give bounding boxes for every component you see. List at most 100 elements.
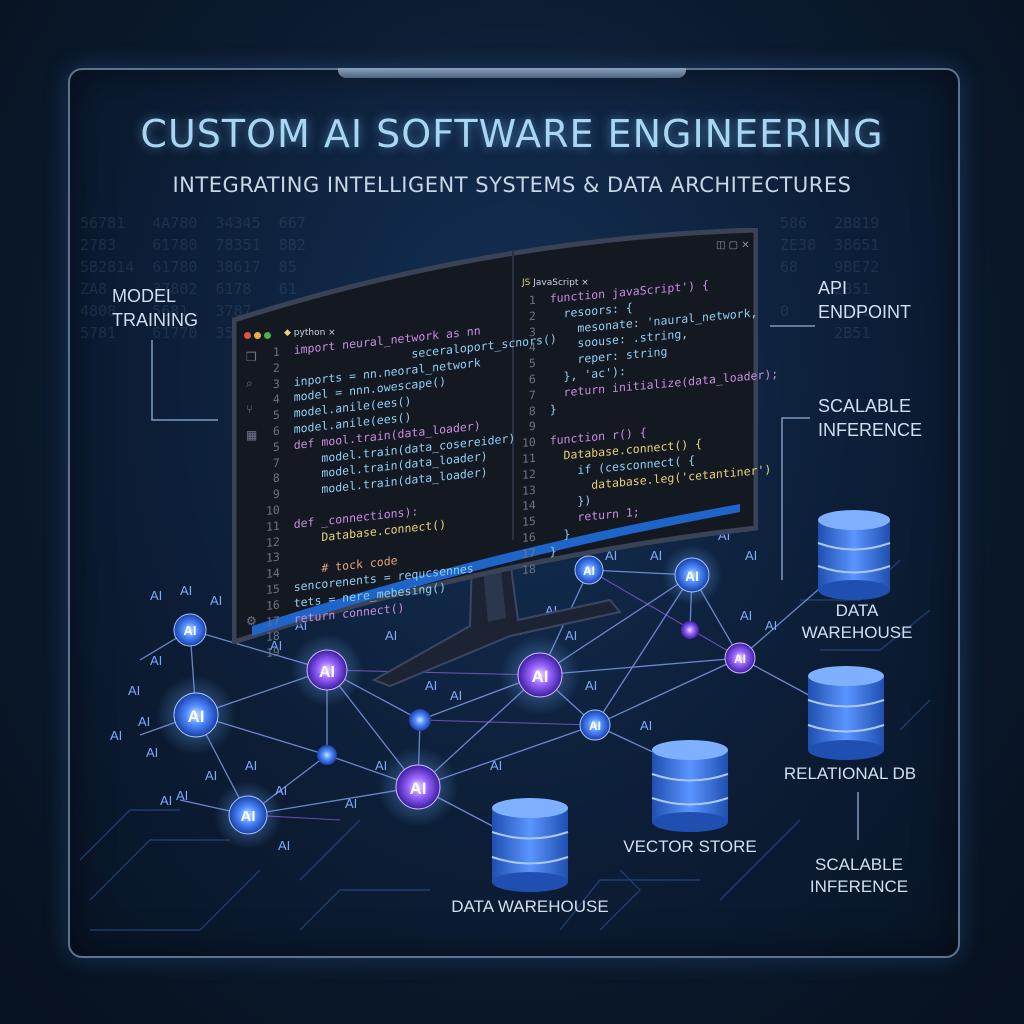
svg-text:AI: AI [532,667,549,686]
svg-text:AI: AI [138,714,150,729]
source-control-icon[interactable]: ⑂ [246,402,254,416]
line-number: 2 [266,358,294,376]
ai-node: AI [228,795,268,835]
minimize-dot-icon[interactable] [254,332,261,339]
svg-text:AI: AI [585,678,597,693]
label-data-warehouse-right: DATA WAREHOUSE [801,601,913,642]
svg-text:AI: AI [345,796,357,811]
line-number: 14 [266,564,294,582]
extensions-icon[interactable]: ▦ [246,428,258,442]
svg-text:AI: AI [176,788,188,803]
code-text: } [549,543,557,559]
code-text: } [549,526,571,543]
line-number: 11 [266,516,294,534]
code-text: }) [549,493,592,511]
line-number: 17 [522,544,550,561]
ai-node: AI [579,709,611,741]
database-icon-bottom [491,798,569,892]
line-number: 4 [266,390,294,408]
svg-text:AI: AI [150,653,162,668]
svg-text:AI: AI [210,593,222,608]
line-number: 6 [266,422,294,439]
ai-node: AI [724,642,756,674]
javascript-code-pane[interactable]: 1 function javaScript') { 2 resoors: { 3… [522,272,778,579]
python-code-pane[interactable]: 1 import neural_network as nn 2 seceralo… [266,315,557,662]
line-number: 13 [266,548,294,566]
line-number: 11 [522,449,550,466]
line-number: 3 [266,374,294,392]
tab-javascript-label: JavaScript [533,278,579,288]
svg-text:AI: AI [146,745,158,760]
line-number: 10 [522,433,550,451]
line-number: 6 [522,370,550,387]
label-vector-store: VECTOR STORE [623,837,757,856]
line-number: 1 [266,343,294,360]
svg-text:AI: AI [565,628,577,643]
frame-top-tab [338,68,686,78]
svg-text:AI: AI [188,707,205,726]
svg-text:AI: AI [180,583,192,598]
ai-node: AI [306,649,348,691]
line-number: 19 [266,643,294,661]
js-file-icon: JS [522,278,531,288]
ai-node: AI [173,692,219,738]
database-icon-vector-store [651,740,729,832]
circuit-traces [79,559,931,931]
svg-text:AI: AI [490,758,502,773]
svg-text:AI: AI [765,618,777,633]
line-number: 8 [522,402,550,419]
line-number: 2 [522,307,550,324]
search-icon[interactable]: ⌕ [246,376,253,390]
small-node [409,709,431,731]
svg-text:AI: AI [450,688,462,703]
page-title: CUSTOM AI SOFTWARE ENGINEERING [140,112,884,156]
line-number: 10 [266,501,294,518]
line-number: 17 [266,611,294,629]
label-scalable-inference-top: SCALABLE INFERENCE [818,396,923,440]
line-number: 5 [266,437,294,455]
svg-text:AI: AI [583,564,595,578]
line-number: 3 [522,323,550,340]
ai-node: AI [674,557,710,593]
svg-text:AI: AI [245,758,257,773]
line-number: 15 [266,580,294,597]
maximize-dot-icon[interactable] [264,332,271,339]
monitor-stand [371,559,622,688]
svg-text:AI: AI [740,608,752,623]
svg-text:AI: AI [150,588,162,603]
small-node [317,745,337,765]
python-file-icon: ◆ [284,328,291,338]
window-dots [244,324,271,343]
close-dot-icon[interactable] [244,332,251,339]
callout-lines [151,325,859,840]
svg-text:AI: AI [110,728,122,743]
tab-python-label: python [293,328,326,338]
line-number: 18 [266,627,294,645]
monitor-bezel [232,228,758,644]
settings-gear-icon[interactable]: ⚙ [246,614,257,628]
line-number: 1 [522,291,550,308]
ai-nodes: AI AI AI AI AI AI AI AI AI AI [173,555,756,835]
ai-node: AI [574,555,604,585]
line-number: 5 [522,354,550,372]
code-monitor: ◆ python × JS JavaScript × ◫ ▢ ✕ ❐ ⌕ ⑂ ▦… [232,228,778,660]
svg-text:AI: AI [385,628,397,643]
database-icon-right-mid [807,666,885,760]
label-relational-db: RELATIONAL DB [783,764,917,783]
line-number: 5 [266,406,294,424]
line-number: 18 [522,560,550,577]
svg-text:AI: AI [589,719,601,733]
label-model-training: MODEL TRAINING [112,286,199,330]
svg-text:AI: AI [685,568,699,584]
svg-text:AI: AI [319,664,335,681]
files-icon[interactable]: ❐ [246,350,257,364]
tab-javascript[interactable]: JS JavaScript × [522,278,589,288]
line-number: 15 [522,512,550,530]
svg-text:AI: AI [184,623,197,638]
tab-python[interactable]: ◆ python × [284,328,336,338]
svg-text:AI: AI [160,793,172,808]
svg-text:AI: AI [745,548,757,563]
line-number: 14 [522,496,550,514]
svg-text:AI: AI [375,758,387,773]
window-layout-icons[interactable]: ◫ ▢ ✕ [716,240,750,251]
